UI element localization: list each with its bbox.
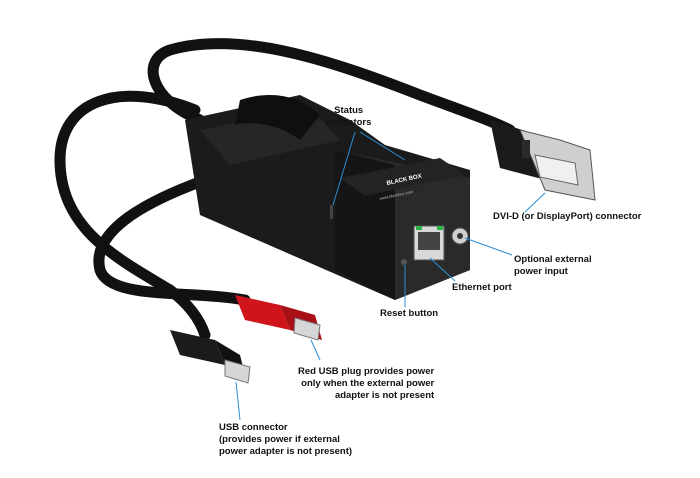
reset-button-hole — [401, 259, 407, 265]
callout-red-usb: Red USB plug provides power only when th… — [298, 366, 435, 401]
cable-strain-relief — [235, 95, 320, 140]
callout-ethernet-port: Ethernet port — [452, 282, 512, 293]
dvi-cable — [147, 38, 516, 136]
power-input-jack — [451, 227, 469, 245]
callout-dvi-connector: DVI-D (or DisplayPort) connector — [493, 211, 642, 222]
callout-usb-connector: USB connector (provides power if externa… — [219, 422, 353, 457]
leader-lines — [235, 131, 546, 421]
usb-cable-red — [93, 174, 251, 306]
usb-cable-black — [54, 90, 211, 341]
ethernet-port — [413, 225, 445, 261]
red-usb-plug — [235, 295, 322, 341]
cables — [54, 38, 516, 341]
callout-optional-power: Optional external power input — [514, 254, 592, 277]
device-body — [185, 95, 470, 300]
callout-reset-button: Reset button — [380, 308, 439, 319]
callout-status-indicators: Status indicators — [326, 105, 372, 128]
status-led — [330, 205, 333, 219]
black-usb-plug — [170, 330, 251, 384]
dvi-connector — [490, 120, 596, 201]
